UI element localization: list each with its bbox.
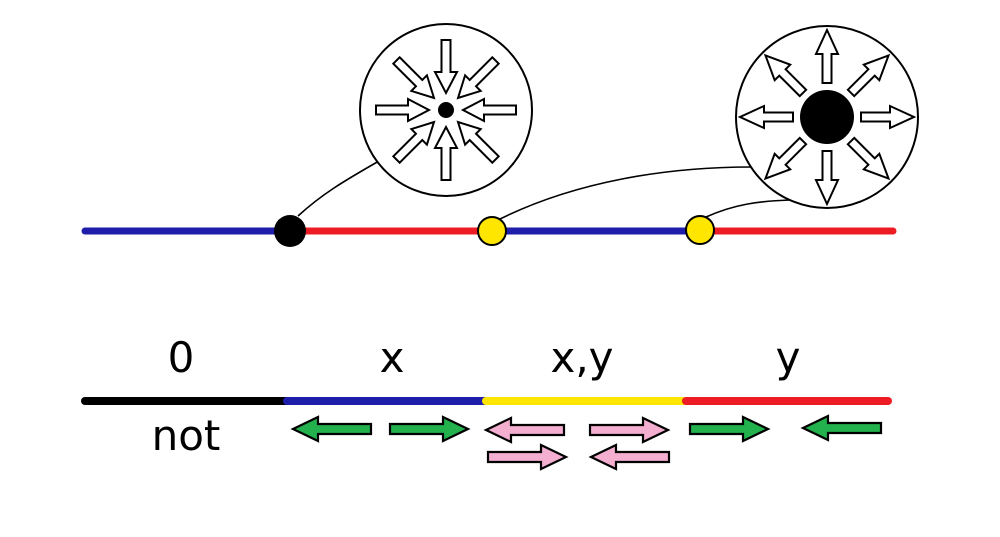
region-label-xy: x,y <box>550 333 613 382</box>
black-fixed-point <box>274 215 306 247</box>
green-right-arrow-y <box>688 415 770 443</box>
pink-left-arrow-xy <box>484 416 566 444</box>
sink-inset <box>359 23 533 197</box>
not-label: not <box>152 411 221 460</box>
green-left-arrow-y <box>801 414 883 442</box>
pink-right-arrow-xy <box>588 416 670 444</box>
pink-left-arrow-xy-2 <box>589 443 671 471</box>
green-right-arrow-x <box>388 415 470 443</box>
source-inset-center-dot <box>800 90 854 144</box>
region-label-y: y <box>776 333 801 382</box>
source-inset <box>735 25 919 209</box>
connector-curve-source-left <box>499 166 752 220</box>
sink-inset-center-dot <box>438 102 454 118</box>
connector-curve-source-right <box>705 199 791 218</box>
region-label-0: 0 <box>168 333 195 382</box>
region-label-x: x <box>380 333 405 382</box>
green-left-arrow-x <box>291 415 373 443</box>
pink-right-arrow-xy-2 <box>486 443 568 471</box>
connector-curve-sink <box>297 160 380 217</box>
yellow-fixed-point-2 <box>685 215 715 245</box>
yellow-fixed-point-1 <box>477 216 507 246</box>
